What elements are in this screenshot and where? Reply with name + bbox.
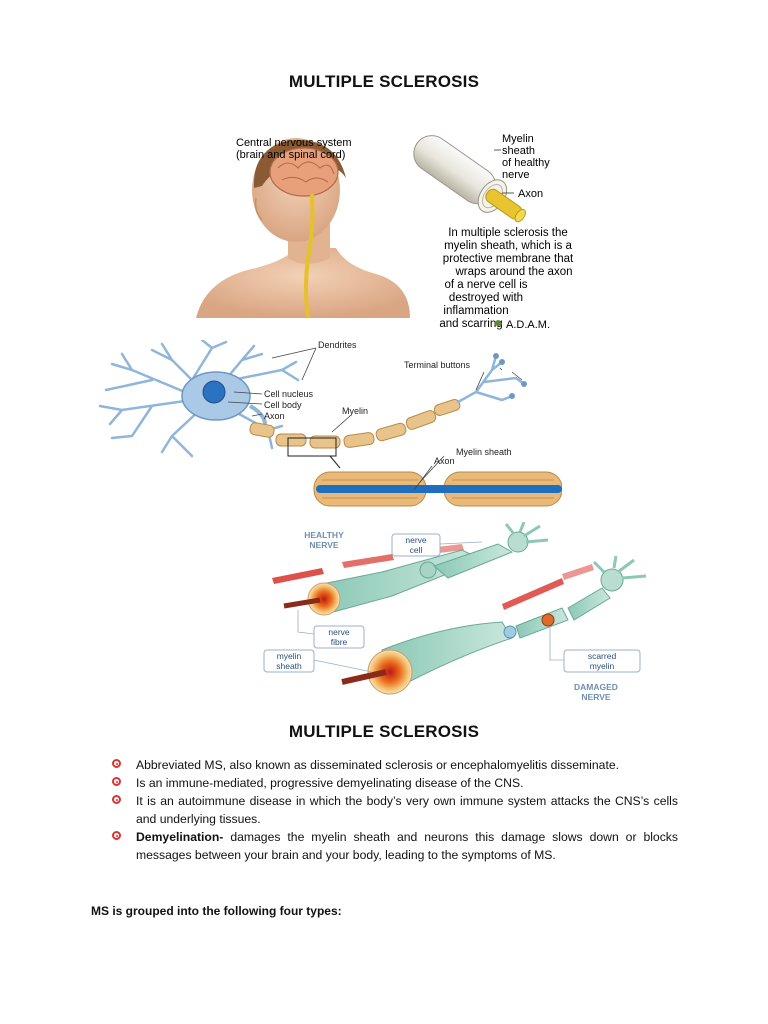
- scarred-myelin-line1: scarred: [588, 651, 617, 661]
- list-item: Demyelination- damages the myelin sheath…: [112, 828, 678, 864]
- healthy-nerve-line2: NERVE: [309, 540, 338, 550]
- caption-line8: and scarring: [439, 318, 502, 330]
- myelin-sheath-zoom-label: Myelin sheath: [456, 447, 512, 457]
- cns-label-line1: Central nervous system: [236, 137, 352, 149]
- myelin-sheath-line2: sheath: [276, 661, 302, 671]
- caption-line3: protective membrane that: [443, 253, 574, 265]
- axon-neuron-label: Axon: [264, 411, 285, 421]
- types-heading: MS is grouped into the following four ty…: [91, 904, 342, 918]
- caption-line7: inflammation: [443, 305, 508, 317]
- axon-label: Axon: [518, 188, 543, 200]
- bullet-icon: [112, 759, 121, 768]
- adam-logo: A.D.A.M.: [506, 319, 550, 331]
- caption-line6: destroyed with: [449, 292, 523, 304]
- caption-line4: wraps around the axon: [455, 266, 573, 278]
- cns-label-line2: (brain and spinal cord): [236, 149, 345, 161]
- cell-nucleus-label: Cell nucleus: [264, 389, 314, 399]
- caption-line2: myelin sheath, which is a: [444, 240, 572, 252]
- bullet-icon: [112, 795, 121, 804]
- axon-zoom-label: Axon: [434, 456, 455, 466]
- cell-body-label: Cell body: [264, 400, 302, 410]
- nerve-damage-diagram: HEALTHY NERVE nerve cell nerve fibre mye…: [263, 522, 647, 702]
- nerve-fibre-line2: fibre: [331, 637, 348, 647]
- nerve-fibre-line1: nerve: [328, 627, 350, 637]
- caption-line1: In multiple sclerosis the: [448, 227, 568, 239]
- myelin-neuron-label: Myelin: [342, 406, 368, 416]
- myelin-label-line3: of healthy: [502, 157, 550, 169]
- healthy-nerve-line1: HEALTHY: [304, 530, 344, 540]
- terminal-buttons-label: Terminal buttons: [404, 360, 471, 370]
- neuron-diagram: Dendrites Terminal buttons Cell nucleus …: [98, 340, 562, 507]
- list-item: Abbreviated MS, also known as disseminat…: [112, 756, 678, 774]
- damaged-nerve-line1: DAMAGED: [574, 682, 618, 692]
- myelin-label-line2: sheath: [502, 145, 535, 157]
- bullet-list: Abbreviated MS, also known as disseminat…: [112, 756, 678, 864]
- bullet-icon: [112, 831, 121, 840]
- damaged-nerve-line2: NERVE: [581, 692, 610, 702]
- nerve-cell-line2: cell: [410, 545, 423, 555]
- adam-leaf-icon: [494, 320, 502, 326]
- caption-line5: of a nerve cell is: [444, 279, 527, 291]
- myelin-label-line1: Myelin: [502, 133, 534, 145]
- myelin-sheath-line1: myelin: [277, 651, 302, 661]
- section-title: MULTIPLE SCLEROSIS: [288, 722, 480, 741]
- list-item: It is an autoimmune disease in which the…: [112, 792, 678, 828]
- nerve-cell-line1: nerve: [405, 535, 427, 545]
- cns-illustration: Central nervous system (brain and spinal…: [196, 133, 574, 331]
- dendrites-label: Dendrites: [318, 340, 357, 350]
- list-item: Is an immune-mediated, progressive demye…: [112, 774, 678, 792]
- scarred-myelin-line2: myelin: [590, 661, 615, 671]
- bullet-icon: [112, 777, 121, 786]
- myelin-label-line4: nerve: [502, 169, 530, 181]
- page-title: MULTIPLE SCLEROSIS: [288, 72, 480, 91]
